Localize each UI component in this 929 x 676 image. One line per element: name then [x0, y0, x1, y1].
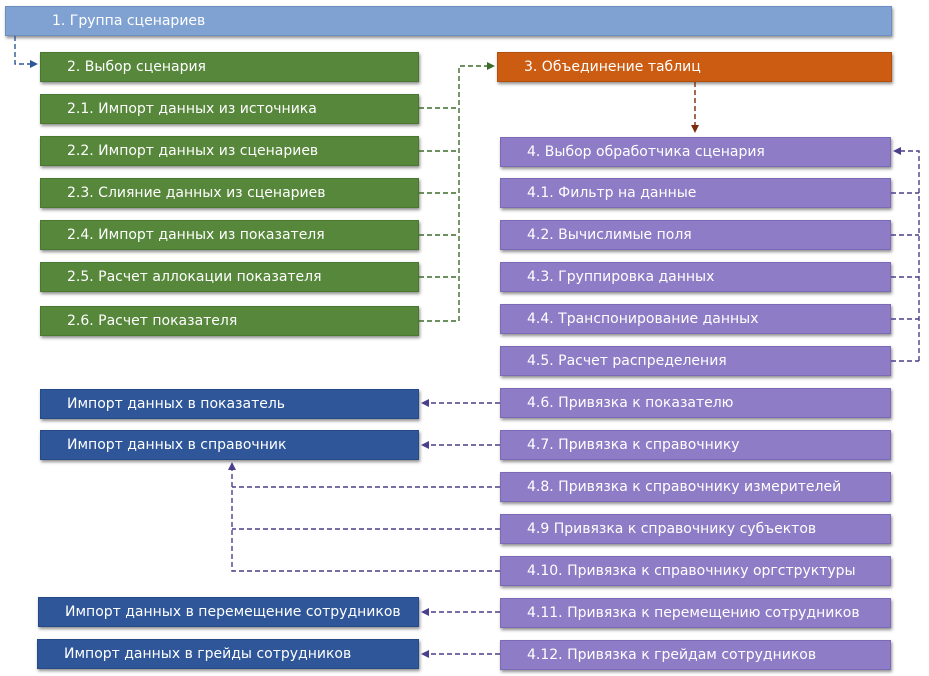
bind-subjects-reference-box[interactable]: 4.9 Привязка к справочнику субъектов [500, 514, 891, 544]
data-filter-box[interactable]: 4.1. Фильтр на данные [500, 178, 891, 208]
indicator-allocation-box[interactable]: 2.5. Расчет аллокации показателя [40, 262, 419, 292]
bind-employee-grades-box[interactable]: 4.12. Привязка к грейдам сотрудников [500, 640, 891, 670]
handler-select-box[interactable]: 4. Выбор обработчика сценария [500, 137, 891, 167]
merge-scenarios-box[interactable]: 2.3. Слияние данных из сценариев [40, 178, 419, 208]
bind-orgstructure-reference-box[interactable]: 4.10. Привязка к справочнику оргструктур… [500, 556, 891, 586]
indicator-calculation-box[interactable]: 2.6. Расчет показателя [40, 306, 419, 336]
connector-purple-loop [891, 147, 920, 362]
distribution-calc-box[interactable]: 4.5. Расчет распределения [500, 346, 891, 376]
join-tables-box[interactable]: 3. Объединение таблиц [497, 52, 892, 82]
bind-measures-reference-box[interactable]: 4.8. Привязка к справочнику измерителей [500, 472, 891, 502]
import-to-grades-box[interactable]: Импорт данных в грейды сотрудников [37, 639, 419, 669]
connector-group-to-scenario [14, 36, 38, 68]
bind-employee-transfer-box[interactable]: 4.11. Привязка к перемещению сотрудников [500, 598, 891, 628]
import-from-source-box[interactable]: 2.1. Импорт данных из источника [40, 94, 419, 124]
computed-fields-box[interactable]: 4.2. Вычислимые поля [500, 220, 891, 250]
import-to-reference-box[interactable]: Импорт данных в справочник [40, 430, 419, 460]
bind-indicator-box[interactable]: 4.6. Привязка к показателю [500, 388, 891, 418]
import-to-indicator-box[interactable]: Импорт данных в показатель [40, 389, 419, 419]
connector-green-bus [419, 62, 495, 322]
import-from-indicator-box[interactable]: 2.4. Импорт данных из показателя [40, 220, 419, 250]
data-grouping-box[interactable]: 4.3. Группировка данных [500, 262, 891, 292]
scenario-group-box[interactable]: 1. Группа сценариев [5, 6, 892, 36]
transpose-box[interactable]: 4.4. Транспонирование данных [500, 304, 891, 334]
import-from-scenarios-box[interactable]: 2.2. Импорт данных из сценариев [40, 136, 419, 166]
import-to-transfer-box[interactable]: Импорт данных в перемещение сотрудников [38, 597, 419, 627]
bind-reference-box[interactable]: 4.7. Привязка к справочнику [500, 430, 891, 460]
scenario-select-box[interactable]: 2. Выбор сценария [40, 52, 419, 82]
